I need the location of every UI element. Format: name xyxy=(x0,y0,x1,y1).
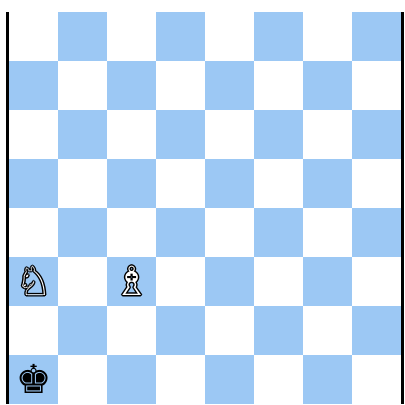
black-king-icon[interactable]: ♚ xyxy=(16,360,52,400)
square-b1[interactable] xyxy=(58,355,107,404)
square-g1[interactable] xyxy=(303,355,352,404)
square-h2[interactable] xyxy=(352,306,401,355)
square-a4[interactable] xyxy=(9,208,58,257)
square-e2[interactable] xyxy=(205,306,254,355)
square-b6[interactable] xyxy=(58,110,107,159)
square-g3[interactable] xyxy=(303,257,352,306)
white-bishop-icon[interactable]: ♗ xyxy=(114,262,150,302)
square-e7[interactable] xyxy=(205,61,254,110)
square-d7[interactable] xyxy=(156,61,205,110)
square-c3[interactable]: ♗ xyxy=(107,257,156,306)
square-c2[interactable] xyxy=(107,306,156,355)
square-a3[interactable]: ♘ xyxy=(9,257,58,306)
square-e1[interactable] xyxy=(205,355,254,404)
square-h6[interactable] xyxy=(352,110,401,159)
square-h1[interactable] xyxy=(352,355,401,404)
white-knight-icon[interactable]: ♘ xyxy=(16,262,52,302)
square-e3[interactable] xyxy=(205,257,254,306)
square-e8[interactable] xyxy=(205,12,254,61)
square-a1[interactable]: ♚ xyxy=(9,355,58,404)
square-b5[interactable] xyxy=(58,159,107,208)
square-d6[interactable] xyxy=(156,110,205,159)
square-h4[interactable] xyxy=(352,208,401,257)
square-a5[interactable] xyxy=(9,159,58,208)
square-f8[interactable] xyxy=(254,12,303,61)
square-c5[interactable] xyxy=(107,159,156,208)
square-e4[interactable] xyxy=(205,208,254,257)
square-g5[interactable] xyxy=(303,159,352,208)
square-b4[interactable] xyxy=(58,208,107,257)
square-f3[interactable] xyxy=(254,257,303,306)
square-b7[interactable] xyxy=(58,61,107,110)
square-e6[interactable] xyxy=(205,110,254,159)
square-d3[interactable] xyxy=(156,257,205,306)
chess-board: ♘ ♗ ♚ xyxy=(9,12,401,404)
square-a2[interactable] xyxy=(9,306,58,355)
square-g8[interactable] xyxy=(303,12,352,61)
square-d5[interactable] xyxy=(156,159,205,208)
square-h8[interactable] xyxy=(352,12,401,61)
square-h3[interactable] xyxy=(352,257,401,306)
square-c7[interactable] xyxy=(107,61,156,110)
square-h7[interactable] xyxy=(352,61,401,110)
square-g7[interactable] xyxy=(303,61,352,110)
square-e5[interactable] xyxy=(205,159,254,208)
square-g6[interactable] xyxy=(303,110,352,159)
square-f7[interactable] xyxy=(254,61,303,110)
square-a8[interactable] xyxy=(9,12,58,61)
square-d4[interactable] xyxy=(156,208,205,257)
square-c6[interactable] xyxy=(107,110,156,159)
square-b2[interactable] xyxy=(58,306,107,355)
square-d2[interactable] xyxy=(156,306,205,355)
square-a7[interactable] xyxy=(9,61,58,110)
square-c4[interactable] xyxy=(107,208,156,257)
square-c8[interactable] xyxy=(107,12,156,61)
square-f6[interactable] xyxy=(254,110,303,159)
square-c1[interactable] xyxy=(107,355,156,404)
square-g2[interactable] xyxy=(303,306,352,355)
square-d1[interactable] xyxy=(156,355,205,404)
square-d8[interactable] xyxy=(156,12,205,61)
square-h5[interactable] xyxy=(352,159,401,208)
square-g4[interactable] xyxy=(303,208,352,257)
square-a6[interactable] xyxy=(9,110,58,159)
square-f2[interactable] xyxy=(254,306,303,355)
square-f4[interactable] xyxy=(254,208,303,257)
square-f5[interactable] xyxy=(254,159,303,208)
board-border-right xyxy=(401,12,404,404)
square-f1[interactable] xyxy=(254,355,303,404)
square-b3[interactable] xyxy=(58,257,107,306)
square-b8[interactable] xyxy=(58,12,107,61)
